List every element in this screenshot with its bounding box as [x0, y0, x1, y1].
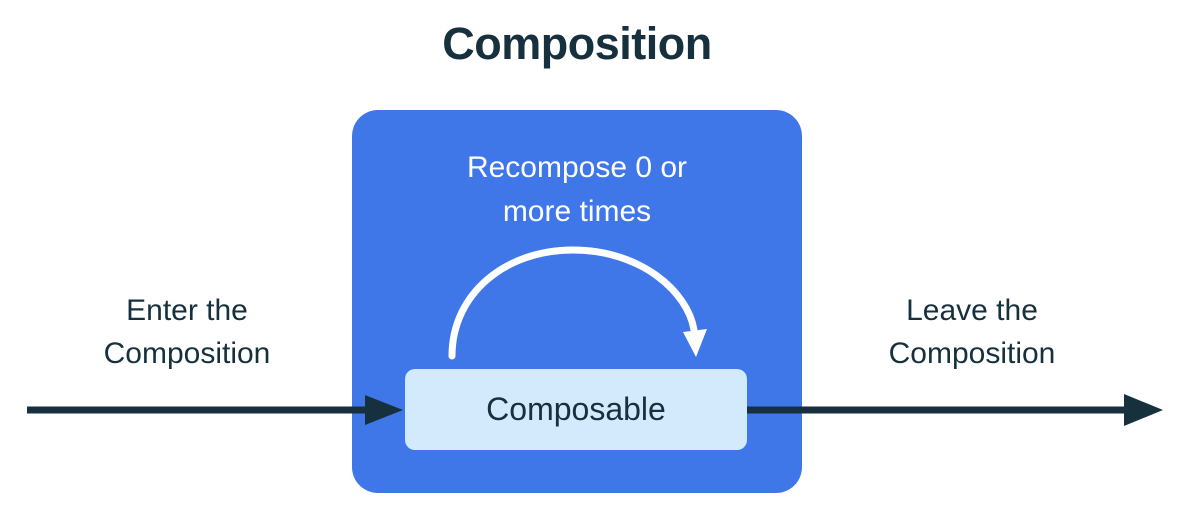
leave-arrow-head — [1124, 394, 1163, 426]
leave-label-line-1: Leave the — [906, 294, 1038, 327]
recompose-label-line-1: Recompose 0 or — [466, 151, 688, 184]
recompose-label-line-2: more times — [502, 195, 652, 228]
composable-box: Composable — [405, 369, 747, 450]
enter-label-line-2: Composition — [103, 337, 271, 370]
composable-label: Composable — [486, 391, 666, 427]
enter-label-line-1: Enter the — [126, 294, 248, 327]
leave-label: Leave the Composition — [822, 289, 1122, 375]
diagram-title: Composition — [442, 18, 712, 69]
enter-label: Enter the Composition — [37, 289, 337, 375]
leave-label-line-2: Composition — [888, 337, 1056, 370]
recompose-label: Recompose 0 or more times — [352, 146, 802, 234]
enter-arrow-icon — [27, 395, 403, 425]
leave-arrow-icon — [746, 394, 1163, 426]
